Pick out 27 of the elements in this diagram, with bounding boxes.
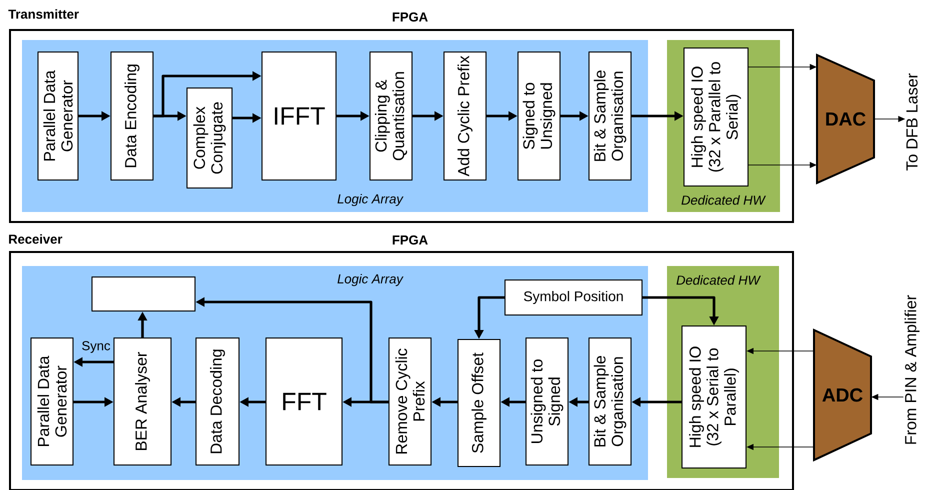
edge-label: Sync — [80, 340, 112, 354]
process-box: Sample Offset — [458, 339, 500, 467]
io-label: From PIN & Amplifier — [904, 295, 920, 444]
process-box: Symbol Position — [504, 280, 642, 316]
process-box: Parallel Data Generator — [38, 52, 78, 180]
node-label: FPGA — [392, 12, 428, 22]
process-box: Remove Cyclic Prefix — [388, 338, 432, 466]
process-box: Clipping & Quantisation — [370, 52, 412, 180]
process-box: Unsigned to Signed — [526, 338, 568, 466]
process-box: Data Decoding — [196, 338, 240, 466]
io-label: To DFB Laser — [906, 73, 918, 171]
process-box: High speed IO (32 x Parallel to Serial) — [684, 48, 748, 186]
process-box: Parallel Data Generator — [30, 338, 74, 466]
process-box: BER Analyser — [114, 338, 172, 466]
process-box: High speed IO (32 x Serial to Parallel) — [682, 326, 746, 468]
process-box: Signed to Unsigned — [518, 52, 560, 180]
empty-box — [92, 276, 196, 312]
process-box: IFFT — [262, 52, 336, 180]
process-box: FFT — [266, 338, 342, 466]
node-label: FPGA — [392, 235, 428, 245]
process-box: Data Encoding — [110, 52, 154, 180]
process-box: Complex Conjugate — [186, 88, 232, 188]
section-heading: Receiver — [9, 234, 62, 244]
process-box: Add Cyclic Prefix — [444, 52, 486, 180]
section-heading: Transmitter — [8, 9, 79, 19]
process-box: Bit & Sample Organisation — [588, 52, 632, 180]
process-box: Bit & Sample Organisation — [588, 338, 632, 466]
